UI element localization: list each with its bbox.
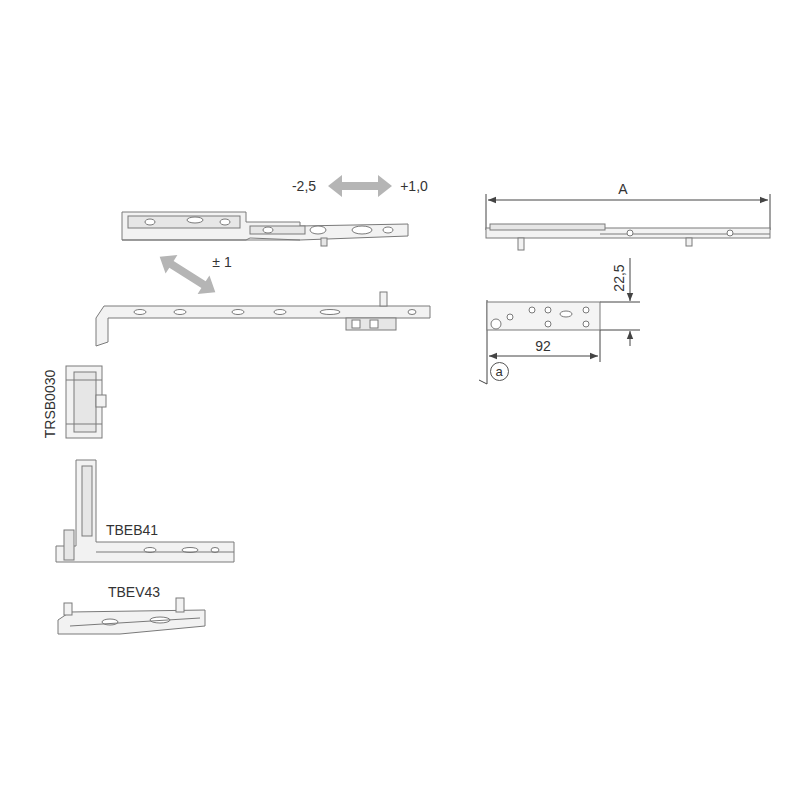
part-name: TBEB41 [106, 523, 158, 537]
reference-circle: a [490, 362, 509, 381]
top-view-plate [487, 302, 600, 330]
dimension-label: A [618, 182, 627, 196]
adjust-value: ± 1 [212, 255, 231, 269]
reference-letter: a [495, 365, 502, 378]
tbeb-corner [56, 460, 234, 562]
dimension-lines [479, 194, 770, 384]
hinge-arm [122, 212, 408, 246]
part-name: TRSB0030 [43, 370, 57, 438]
side-view-arm [486, 224, 770, 250]
corner-bar [96, 292, 430, 346]
dimension-label: 22,5 [612, 264, 626, 291]
adjust-value: +1,0 [400, 179, 428, 193]
trsb-part [66, 366, 106, 438]
part-name: TBEV43 [108, 585, 160, 599]
tbev-part [58, 598, 205, 634]
dimension-label: 92 [535, 339, 551, 353]
adjust-value: -2,5 [292, 179, 316, 193]
